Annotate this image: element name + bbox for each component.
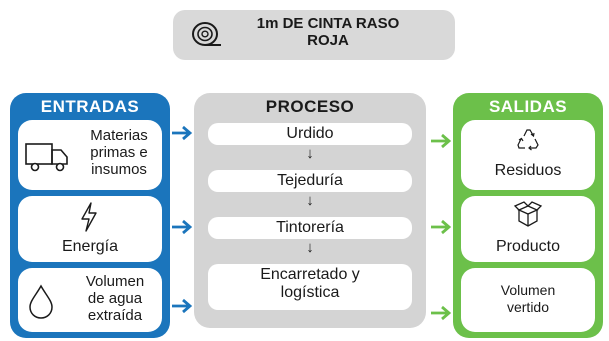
- proceso-panel: PROCESO Urdido ↓ Tejeduría ↓ Tintorería …: [194, 93, 426, 328]
- down-arrow-icon: ↓: [306, 192, 314, 209]
- salidas-panel: SALIDAS Residuos Producto Volumen vertid…: [453, 93, 603, 338]
- input-label-materias: Materias primas e insumos: [76, 127, 162, 178]
- output-card-producto: Producto: [461, 196, 595, 262]
- label-line: vertido: [506, 299, 550, 315]
- lightning-icon: [81, 202, 97, 232]
- output-card-residuos: Residuos: [461, 120, 595, 190]
- title-line-2: ROJA: [307, 32, 349, 49]
- water-drop-icon: [29, 284, 53, 319]
- label-line: Materias: [90, 127, 148, 144]
- entradas-title: ENTRADAS: [40, 97, 140, 116]
- box-icon: [513, 201, 543, 227]
- output-arrow-icon: [431, 133, 452, 149]
- tape-roll-icon: [192, 22, 221, 46]
- label-line: Volumen: [85, 273, 145, 290]
- entradas-panel: ENTRADAS Materias primas e insumos Energ…: [10, 93, 170, 338]
- step-label-line: logística: [280, 284, 340, 301]
- truck-icon: [25, 143, 68, 172]
- label-line: primas e: [90, 144, 148, 161]
- label-line: Volumen: [500, 282, 556, 298]
- output-arrow-icon: [431, 219, 452, 235]
- input-arrow-icon: [172, 298, 193, 314]
- input-label-energia: Energía: [61, 238, 119, 255]
- step-tejeduria: Tejeduría: [208, 170, 412, 192]
- output-label-vertido: Volumen vertido: [461, 282, 595, 316]
- step-urdido: Urdido: [208, 123, 412, 145]
- proceso-title: PROCESO: [265, 97, 355, 116]
- step-label-line: Encarretado y: [260, 266, 360, 283]
- recycle-icon: [517, 129, 539, 151]
- output-label-residuos: Residuos: [494, 162, 562, 179]
- page-title: 1m DE CINTA RASO ROJA: [228, 15, 428, 49]
- down-arrow-icon: ↓: [306, 145, 314, 162]
- output-label-producto: Producto: [495, 238, 561, 255]
- title-banner: [173, 10, 455, 60]
- input-arrow-icon: [172, 125, 193, 141]
- salidas-title: SALIDAS: [488, 97, 568, 116]
- title-line-1: 1m DE CINTA RASO: [256, 15, 400, 32]
- input-card-materias: Materias primas e insumos: [18, 120, 162, 190]
- step-encarretado: Encarretado y logística: [208, 264, 412, 310]
- label-line: de agua: [87, 290, 143, 307]
- input-card-agua: Volumen de agua extraída: [18, 268, 162, 332]
- label-line: extraída: [87, 307, 143, 324]
- label-line: insumos: [91, 161, 147, 178]
- input-card-energia: Energía: [18, 196, 162, 262]
- step-tintoreria: Tintorería: [208, 217, 412, 239]
- input-label-agua: Volumen de agua extraída: [68, 273, 162, 324]
- down-arrow-icon: ↓: [306, 239, 314, 256]
- output-arrow-icon: [431, 305, 452, 321]
- output-card-vertido: Volumen vertido: [461, 268, 595, 332]
- input-arrow-icon: [172, 219, 193, 235]
